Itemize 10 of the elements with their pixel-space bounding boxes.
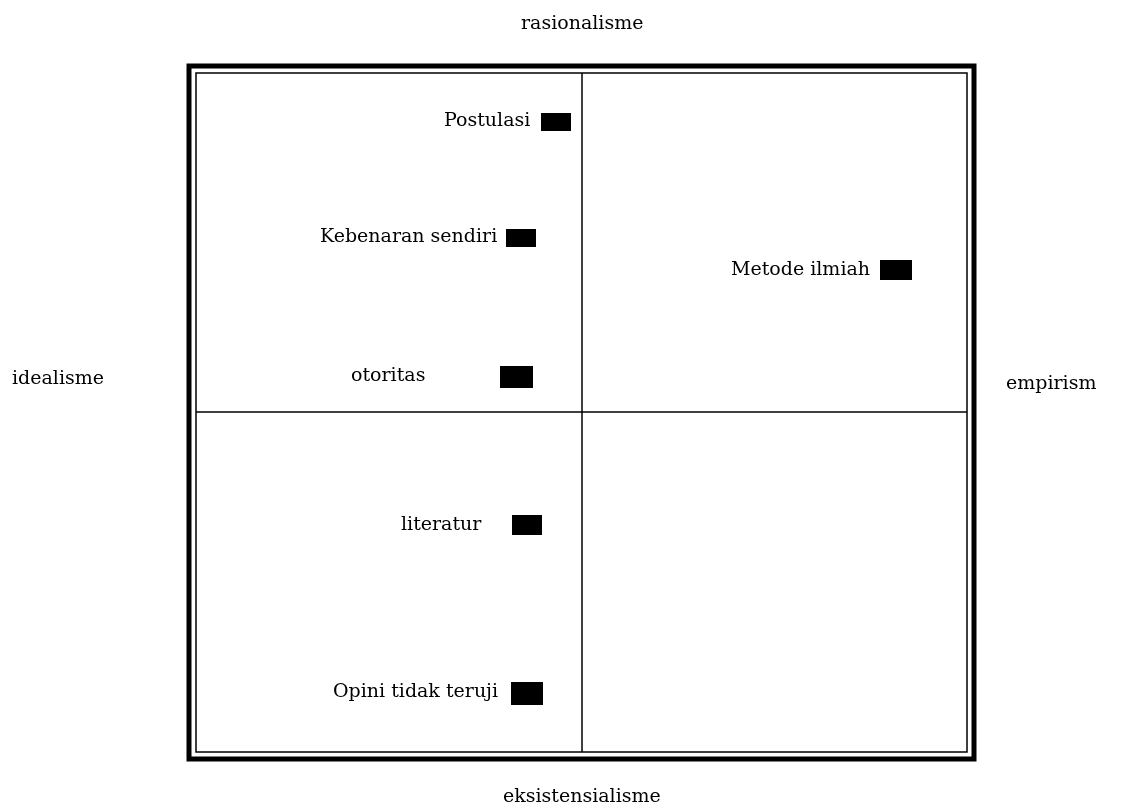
axis-label: empirism	[1006, 372, 1097, 392]
item-label: Postulasi	[444, 109, 531, 129]
axis-label: rasionalisme	[521, 12, 644, 32]
item-label: otoritas	[351, 364, 426, 384]
item-label: Opini tidak teruji	[333, 680, 499, 700]
item-label: literatur	[401, 513, 482, 533]
item-label: Metode ilmiah	[731, 258, 871, 278]
axis-label: idealisme	[12, 367, 104, 387]
axis-label: eksistensialisme	[503, 785, 661, 805]
item-label: Kebenaran sendiri	[320, 225, 498, 245]
